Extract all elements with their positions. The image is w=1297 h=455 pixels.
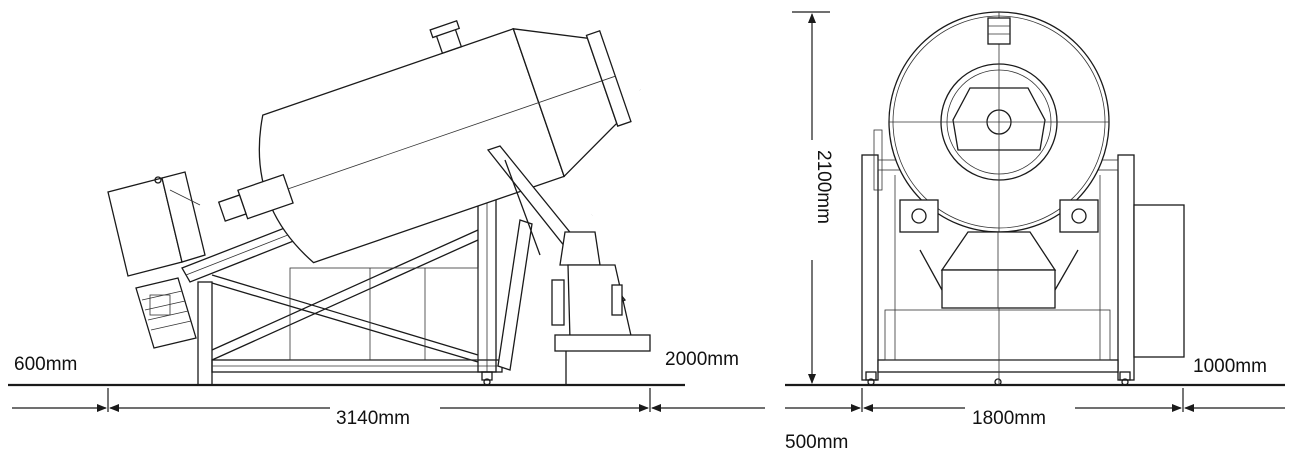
front-left-clearance-label: 500mm xyxy=(785,432,848,453)
side-right-clearance-label: 2000mm xyxy=(665,349,739,370)
front-drum xyxy=(888,11,1110,385)
side-gearbox xyxy=(107,171,206,277)
side-drum xyxy=(217,20,632,264)
side-view: 600mm 3140mm 2000mm xyxy=(8,20,765,429)
front-vent-cap xyxy=(987,17,1011,45)
front-right-clearance-label: 1000mm xyxy=(1193,356,1267,377)
front-bearing-left xyxy=(899,199,939,233)
front-width-label: 1800mm xyxy=(972,408,1046,429)
side-left-clearance-label: 600mm xyxy=(14,354,77,375)
front-frame xyxy=(861,129,1135,386)
front-bearing-right xyxy=(1059,199,1099,233)
front-hopper xyxy=(919,231,1079,309)
front-height-label: 2100mm xyxy=(813,150,834,224)
front-view: 2100mm xyxy=(785,11,1285,453)
front-control-box xyxy=(1133,204,1185,358)
side-hydraulic-unit xyxy=(551,231,651,385)
side-length-label: 3140mm xyxy=(336,408,410,429)
side-motor xyxy=(135,277,197,349)
